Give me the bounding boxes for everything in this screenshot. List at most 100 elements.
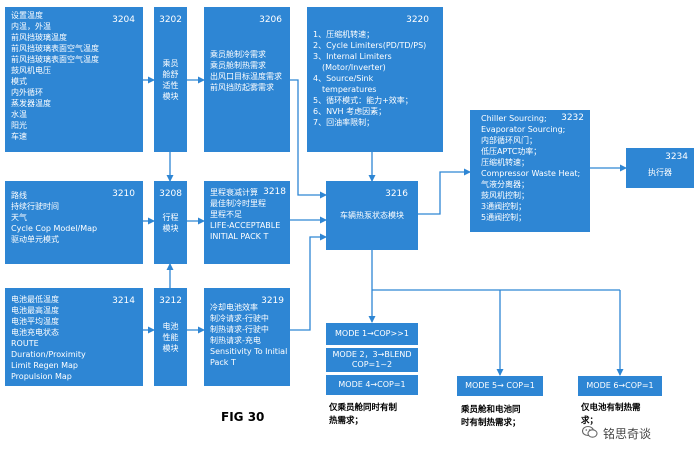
text-line: INITIAL PACK T [210,232,269,241]
caption-line: 热需求； [329,416,364,426]
box-number: 3214 [112,296,135,306]
text-line: 气液分离器； [481,180,529,189]
text-line: 电池平均温度 [11,317,59,326]
box-number: 3212 [159,296,182,306]
trip-module-box: 3208 行程 模块 [154,181,187,264]
heat-pump-state-module-box: 3216 车辆热泵状态模块 [326,181,418,250]
mode-2-3-box: MODE 2，3→BLEND COP=1~2 [326,348,418,372]
text-line: 电池充电状态 [11,328,59,337]
caption-line: 仅电池有制热需 [581,403,641,413]
text-line: 适性 [162,80,179,90]
box-number: 3210 [112,189,135,199]
text-line: 阳光 [11,121,27,130]
text-line: Propulsion Map [11,372,72,381]
actuator-box: 3234 执行器 [626,148,694,188]
mode-6-box: MODE 6→COP=1 [578,376,662,396]
text-line: 3通阀控制； [481,202,527,211]
mode-label: COP=1~2 [351,360,393,369]
text-line: 乘员舱制热需求 [210,61,266,70]
box-number: 3232 [561,113,584,123]
text-line: 电池最高温度 [11,306,59,315]
cabin-comfort-module-box: 3202 乘员 舱舒 适性 模块 [154,7,187,152]
text-line: 电池 [162,321,179,331]
input-route-params-box: 3210 路线 持续行驶时间 天气 Cycle Cop Model/Map 驱动… [5,181,143,264]
box-number: 3216 [385,189,408,199]
box-number: 3204 [112,15,135,25]
text-line: (Motor/Inverter) [322,63,386,72]
text-line: 里程不足 [210,210,242,219]
box-number: 3202 [159,15,182,25]
text-line: 2、Cycle Limiters(PD/TD/PS) [313,41,427,50]
figure-label: FIG 30 [221,410,265,424]
text-line: 驱动单元模式 [11,235,59,244]
text-line: ROUTE [11,339,39,348]
text-line: 乘员舱制冷需求 [210,50,266,59]
caption-line: 求； [581,416,599,426]
text-line: 性能 [162,332,179,342]
mode-label: MODE 6→COP=1 [586,381,654,390]
text-line: Sensitivity To Initial [210,347,288,356]
text-line: 前风挡防起雾需求 [210,83,274,92]
text-line: 5通阀控制； [481,213,527,222]
box-number: 3234 [665,152,688,162]
mode-label: MODE 4→COP=1 [338,380,406,389]
text-line: Limit Regen Map [11,361,78,370]
text-line: 鼓风机控制； [481,191,529,200]
actuator-commands-box: 3232 Chiller Sourcing; Evaporator Sourci… [470,110,590,232]
watermark: 铭思奇谈 [581,425,651,442]
text-line: Pack T [210,358,236,367]
text-line: 路线 [11,191,27,200]
range-calc-box: 3218 里程衰减计算 最佳制冷时里程 里程不足 LIFE-ACCEPTABLE… [204,181,290,264]
battery-performance-module-box: 3212 电池 性能 模块 [154,288,187,386]
text-line: 模式 [11,77,27,86]
input-climate-params-box: 3204 设置温度 内温，外温 前风挡玻璃温度 前风挡玻璃表面空气温度 前风挡玻… [5,7,143,152]
text-line: Chiller Sourcing; [481,114,547,123]
text-line: 水温 [11,110,27,119]
text-line: 持续行驶时间 [11,202,59,211]
caption-cabin-only: 仅乘员舱同时有制 热需求； [329,402,397,428]
text-line: Compressor Waste Heat; [481,169,581,178]
text-line: 蒸发器温度 [11,99,51,108]
text-line: 4、Source/Sink [313,74,374,83]
text-line: 模块 [162,91,179,101]
text-line: 3、Internal Limiters [313,52,392,61]
text-line: Evaporator Sourcing; [481,125,566,134]
text-line: 低压APTC功率； [481,147,542,156]
box-number: 3208 [159,189,182,199]
text-line: 出风口目标温度需求 [210,72,282,81]
battery-requests-box: 3219 冷却电池效率 制冷请求-行驶中 制热请求-行驶中 制热请求-充电 Se… [204,288,290,386]
text-line: 舱舒 [162,69,179,79]
caption-line: 仅乘员舱同时有制 [329,403,398,413]
text-line: 模块 [162,223,179,233]
box-number: 3219 [261,296,284,306]
text-line: 前风挡玻璃表面空气温度 [11,44,99,53]
text-line: 车辆热泵状态模块 [340,211,404,220]
mode-5-box: MODE 5→ COP=1 [457,376,543,396]
text-line: temperatures [322,85,377,94]
text-line: 7、回油率限制； [313,118,375,127]
caption-battery-only: 仅电池有制热需 求； [581,402,641,428]
mode-1-box: MODE 1→COP>>1 [326,323,418,345]
text-line: Cycle Cop Model/Map [11,224,98,233]
text-line: 冷却电池效率 [210,303,258,312]
text-line: 乘员 [162,58,179,68]
text-line: 里程衰减计算 [210,188,258,197]
caption-line: 时有制热需求； [461,418,521,428]
text-line: 1、压缩机转速； [313,30,375,39]
text-line: 内外循环 [11,88,43,97]
text-line: 最佳制冷时里程 [210,199,266,208]
input-battery-params-box: 3214 电池最低温度 电池最高温度 电池平均温度 电池充电状态 ROUTE D… [5,288,143,386]
text-line: 5、循环模式：能力+效率； [313,96,413,105]
text-line: 模块 [162,343,179,353]
text-line: 行程 [162,212,179,222]
heat-pump-limits-box: 3220 1、压缩机转速； 2、Cycle Limiters(PD/TD/PS)… [307,7,443,152]
text-line: 执行器 [648,167,672,177]
box-number: 3218 [263,187,286,197]
text-line: 前风挡玻璃温度 [11,33,67,42]
mode-label: MODE 2，3→BLEND [332,350,412,359]
box-number: 3220 [406,15,429,25]
text-line: 压缩机转速； [481,158,529,167]
text-line: LIFE-ACCEPTABLE [210,221,281,230]
caption-line: 乘员舱和电池同 [461,405,521,415]
